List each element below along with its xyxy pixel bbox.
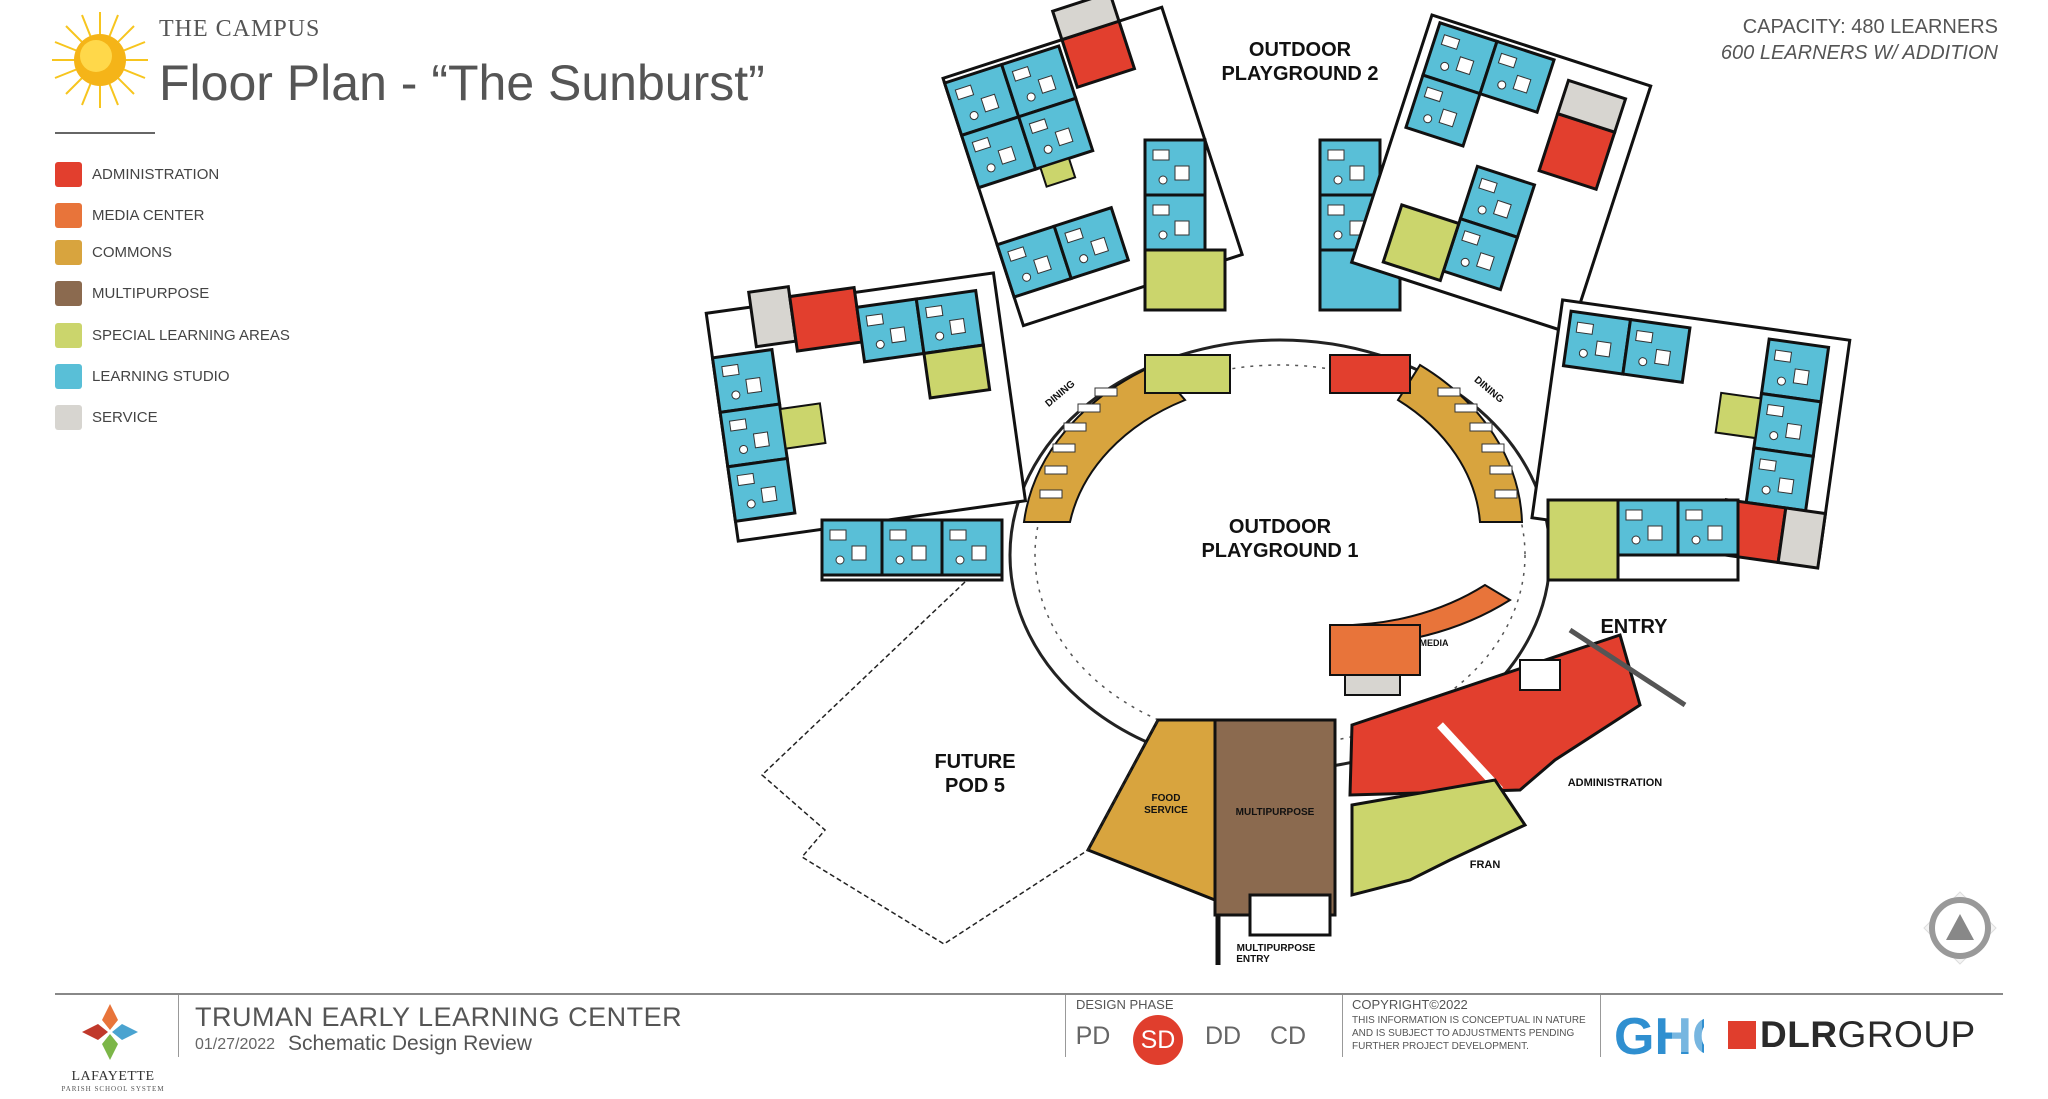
label-media: MEDIA: [1420, 638, 1450, 648]
ghc-logo-text: GHC: [1614, 1008, 1704, 1060]
legend-swatch: [55, 162, 82, 187]
legend-label: ADMINISTRATION: [92, 166, 220, 183]
wing-top-left-inner: [1143, 138, 1227, 312]
legend-swatch: [55, 203, 82, 228]
fran-block: [1350, 778, 1528, 897]
legend-item-multipurpose: MULTIPURPOSE: [55, 281, 315, 306]
label-dining-right: DINING: [1472, 375, 1506, 406]
dlr-logo-light: GROUP: [1837, 1014, 1976, 1055]
copyright-note: COPYRIGHT©2022 THIS INFORMATION IS CONCE…: [1352, 997, 1592, 1053]
label-playground1-line1: OUTDOOR: [1229, 516, 1332, 538]
footer-divider-1: [178, 995, 179, 1057]
footer-divider-2: [1065, 995, 1066, 1057]
legend-swatch: [55, 405, 82, 430]
legend-label: SPECIAL LEARNING AREAS: [92, 327, 290, 344]
label-future-line1: FUTURE: [934, 751, 1015, 773]
capacity-line-1: CAPACITY: 480 LEARNERS: [1742, 16, 1998, 38]
legend-item-service: SERVICE: [55, 405, 315, 430]
label-fran: FRAN: [1470, 859, 1501, 871]
lafayette-subtitle: PARISH SCHOOL SYSTEM: [61, 1085, 165, 1093]
legend-item-commons: COMMONS: [55, 240, 315, 265]
page-title: Floor Plan - “The Sunburst”: [159, 55, 765, 111]
campus-heading: THE CAMPUS: [159, 16, 321, 42]
capacity-note: CAPACITY: 480 LEARNERS 600 LEARNERS W/ A…: [1721, 14, 1998, 66]
wing-right: [1530, 298, 1852, 570]
title-divider: [55, 132, 155, 134]
legend-label: MULTIPURPOSE: [92, 285, 210, 302]
phase-cd: CD: [1269, 1022, 1307, 1050]
label-dining-left: DINING: [1043, 378, 1077, 409]
legend-swatch: [55, 281, 82, 306]
label-administration: ADMINISTRATION: [1568, 777, 1663, 789]
dlr-logo-bold: DLR: [1760, 1014, 1838, 1055]
label-mp-entry-line2: ENTRY: [1236, 954, 1270, 965]
dlr-logo-text: DLRGROUP: [1760, 1014, 1976, 1056]
legend-item-learning-studio: LEARNING STUDIO: [55, 364, 315, 389]
lafayette-logo: LAFAYETTE PARISH SCHOOL SYSTEM: [58, 1000, 168, 1093]
sun-icon: [52, 12, 148, 108]
label-playground2-line2: PLAYGROUND 2: [1221, 63, 1378, 85]
lafayette-logo-icon: [82, 1004, 138, 1060]
label-playground2-line1: OUTDOOR: [1249, 39, 1352, 61]
project-phase-name: Schematic Design Review: [288, 1032, 532, 1055]
multipurpose-room: [1213, 718, 1337, 917]
legend-label: LEARNING STUDIO: [92, 368, 230, 385]
label-mp-entry-line1: MULTIPURPOSE: [1237, 943, 1316, 954]
dlr-logo-icon: [1728, 1021, 1756, 1049]
label-food-line2: SERVICE: [1144, 805, 1188, 816]
copyright-title: COPYRIGHT©2022: [1352, 997, 1468, 1012]
phase-sd: SD: [1133, 1015, 1183, 1065]
ghc-logo-icon: GHC: [1614, 1008, 1704, 1060]
legend-item-special-learning: SPECIAL LEARNING AREAS: [55, 323, 315, 348]
legend-label: COMMONS: [92, 244, 172, 261]
footer-divider: [55, 993, 2003, 995]
footer-divider-4: [1600, 995, 1601, 1057]
wing-right-bottom: [1546, 498, 1740, 582]
label-future-line2: POD 5: [945, 775, 1005, 797]
phase-dd: DD: [1204, 1022, 1242, 1050]
phase-pd: PD: [1075, 1022, 1111, 1050]
legend-swatch: [55, 364, 82, 389]
legend-swatch: [55, 323, 82, 348]
wing-left-bottom: [820, 518, 1004, 582]
project-name: TRUMAN EARLY LEARNING CENTER: [195, 1002, 683, 1032]
legend-item-media-center: MEDIA CENTER: [55, 203, 315, 228]
design-phase-label: DESIGN PHASE: [1076, 997, 1174, 1012]
label-playground1-line2: PLAYGROUND 1: [1201, 540, 1358, 562]
north-arrow-icon: [1923, 891, 1997, 965]
footer-divider-3: [1342, 995, 1343, 1057]
label-entry: ENTRY: [1600, 616, 1668, 638]
label-food-line1: FOOD: [1152, 793, 1181, 804]
legend-item-administration: ADMINISTRATION: [55, 162, 315, 187]
copyright-text: THIS INFORMATION IS CONCEPTUAL IN NATURE…: [1352, 1015, 1586, 1052]
lafayette-name: LAFAYETTE: [71, 1069, 155, 1084]
future-pod-outline: [760, 581, 1159, 945]
project-date: 01/27/2022: [195, 1036, 276, 1053]
legend-label: SERVICE: [92, 409, 158, 426]
administration-block: [1348, 633, 1642, 797]
wing-left: [704, 271, 1028, 543]
legend-swatch: [55, 240, 82, 265]
capacity-line-2: 600 LEARNERS W/ ADDITION: [1720, 42, 1998, 64]
legend-label: MEDIA CENTER: [92, 207, 205, 224]
dlr-logo: DLRGROUP: [1728, 1014, 1976, 1056]
label-multipurpose: MULTIPURPOSE: [1236, 807, 1315, 818]
